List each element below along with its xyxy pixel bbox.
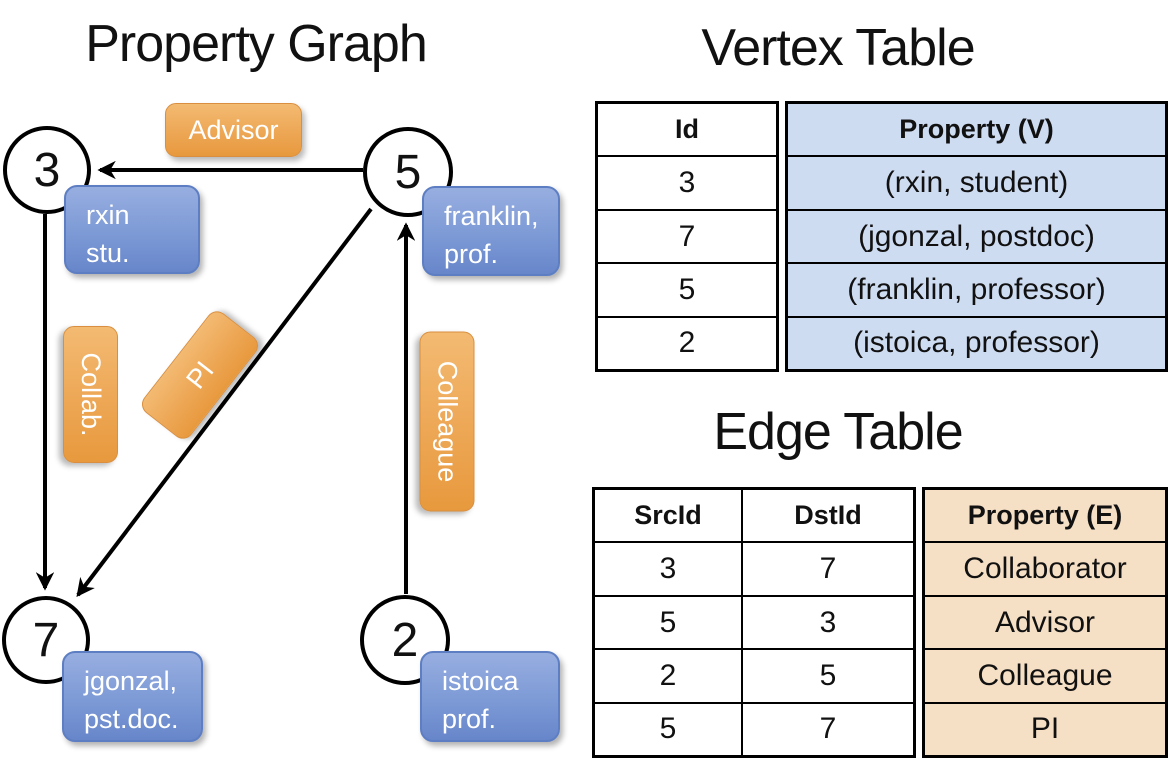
vertex-table-id-cell: 3 [598,155,776,208]
edge-table-header-srcid: SrcId [595,490,743,542]
vertex-label-line: franklin, [444,201,539,231]
vertex-table-property-cell: (jgonzal, postdoc) [788,208,1165,262]
edge-table-row: 3 7 [595,541,913,595]
edge-table-property-column: Property (E) Collaborator Advisor Collea… [922,487,1168,758]
vertex-table-property-cell: (rxin, student) [788,155,1165,208]
node-7-id: 7 [32,613,60,667]
edge-table-header-row: SrcId DstId [595,490,913,542]
edge-pi-5-to-7 [76,207,373,598]
property-graph-title: Property Graph [85,15,428,73]
edge-table-src-cell: 5 [595,703,743,756]
edge-table-row: 5 3 [595,594,913,649]
vertex-label-franklin: franklin, prof. [422,186,560,276]
edge-table-property-cell: Advisor [925,594,1165,648]
edge-table-dst-cell: 7 [819,552,837,586]
edge-table-dst-cell: 5 [819,658,837,692]
edge-table-row: 5 7 [595,701,913,756]
vertex-table-header-property: Property (V) [899,114,1054,145]
edge-table-title: Edge Table [713,403,963,461]
edge-label-collab: Collab. [63,326,118,463]
vertex-table-id-cell: 2 [598,315,776,369]
edge-table-property-cell: Collaborator [925,541,1165,594]
vertex-label-rxin: rxin stu. [64,185,200,274]
node-2-id: 2 [391,613,419,667]
edge-table-property-cell: Colleague [925,648,1165,701]
node-3-id: 3 [33,143,61,197]
graph-edges [35,160,416,598]
edge-table-row: 2 5 [595,648,913,702]
edge-label-advisor: Advisor [165,103,302,157]
edge-table-header-property: Property (E) [967,500,1123,531]
edge-table-ids-columns: SrcId DstId 3 7 5 3 2 5 5 7 [592,487,916,758]
edge-table-header-dstid: DstId [794,500,862,531]
node-5: 5 [363,127,453,217]
vertex-table-property-cell: (franklin, professor) [788,262,1165,315]
edge-table-src-cell: 3 [595,543,743,595]
edge-table-dst-cell: 3 [819,605,837,639]
vertex-label-istoica: istoica prof. [420,651,560,742]
edge-table-src-cell: 2 [595,650,743,702]
vertex-label-jgonzal: jgonzal, pst.doc. [62,651,203,742]
edge-label-colleague: Colleague [419,331,475,512]
edge-table-src-cell: 5 [595,596,743,649]
vertex-table-id-column: Id 3 7 5 2 [595,101,779,372]
edge-label-text: PI [179,355,220,394]
edge-label-text: Colleague [432,360,463,483]
vertex-table-title: Vertex Table [701,19,975,77]
vertex-label-line: rxin [86,200,130,230]
vertex-table-id-cell: 7 [598,208,776,262]
vertex-label-line: prof. [444,239,499,269]
node-2: 2 [360,595,450,685]
edge-table-dst-cell: 7 [819,712,837,746]
vertex-table-id-cell: 5 [598,262,776,315]
vertex-table-property-cell: (istoica, professor) [788,315,1165,369]
vertex-label-line: istoica [442,666,519,696]
vertex-label-line: pst.doc. [84,704,179,734]
edge-label-text: Collab. [76,352,106,437]
edge-table-property-cell: PI [925,701,1165,755]
vertex-label-line: jgonzal, [84,666,178,696]
vertex-table-property-column: Property (V) (rxin, student) (jgonzal, p… [785,101,1168,372]
edge-label-text: Advisor [188,114,279,145]
vertex-table-header-id: Id [675,114,699,145]
vertex-label-line: prof. [442,704,497,734]
vertex-label-line: stu. [86,238,130,268]
node-5-id: 5 [394,145,422,199]
